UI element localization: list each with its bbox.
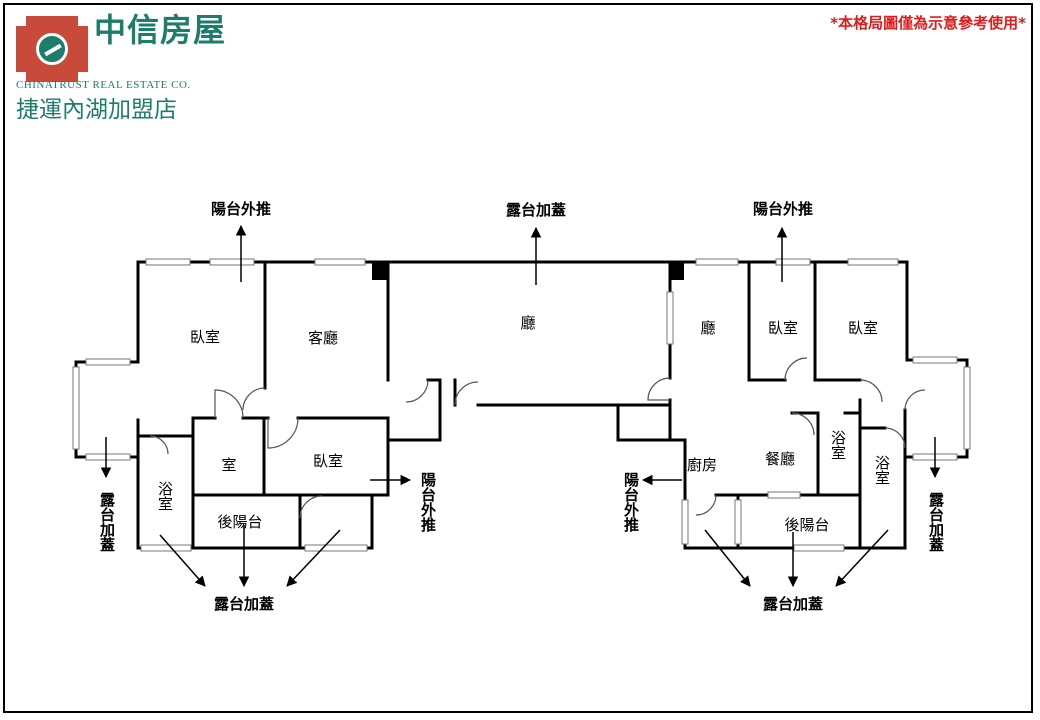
room-label-bedroom: 臥室 — [313, 452, 343, 470]
annotation-terrace: 露台加蓋 — [763, 595, 823, 613]
annotation-balcony-out: 陽台外推 — [753, 200, 813, 218]
room-label-room: 室 — [221, 456, 236, 474]
walls — [74, 260, 969, 550]
annotation-terrace: 露台加蓋 — [927, 491, 945, 552]
room-label-kitchen: 廚房 — [687, 456, 717, 474]
annotation-balcony-out: 陽台外推 — [211, 200, 271, 218]
logo-globe-icon — [16, 16, 88, 82]
room-label-bath: 浴室 — [829, 430, 847, 460]
column — [670, 262, 684, 280]
page-frame — [3, 3, 1033, 713]
room-label-hall: 廳 — [520, 314, 535, 332]
room-label-bath: 浴室 — [156, 481, 174, 511]
annotation-terrace: 露台加蓋 — [98, 491, 116, 552]
room-label-bedroom: 臥室 — [190, 328, 220, 346]
room-label-dining: 餐廳 — [765, 450, 795, 468]
brand-name-cn: 中信房屋 — [94, 11, 227, 49]
arrows — [100, 224, 941, 588]
windows — [72, 258, 971, 552]
disclaimer-note: *本格局圖僅為示意參考使用* — [830, 14, 1026, 32]
column — [372, 262, 388, 280]
doors — [149, 357, 926, 519]
room-label-bedroom: 臥室 — [848, 319, 878, 337]
room-label-hall: 廳 — [700, 319, 715, 337]
brand-name-en: CHINATRUST REAL ESTATE CO. — [16, 79, 191, 91]
annotation-balcony-out: 陽台外推 — [622, 472, 640, 533]
room-label-bedroom: 臥室 — [768, 319, 798, 337]
room-label-bath: 浴室 — [873, 455, 891, 485]
room-label-rear-balcony: 後陽台 — [217, 513, 262, 531]
annotation-balcony-out: 陽台外推 — [419, 472, 437, 533]
store-name: 捷運內湖加盟店 — [16, 97, 177, 123]
room-label-living: 客廳 — [308, 329, 338, 347]
annotation-terrace: 露台加蓋 — [506, 201, 566, 219]
company-logo: 中信房屋 CHINATRUST REAL ESTATE CO. 捷運內湖加盟店 — [14, 11, 414, 123]
room-label-rear-balcony: 後陽台 — [784, 516, 829, 534]
annotation-terrace: 露台加蓋 — [214, 595, 274, 613]
